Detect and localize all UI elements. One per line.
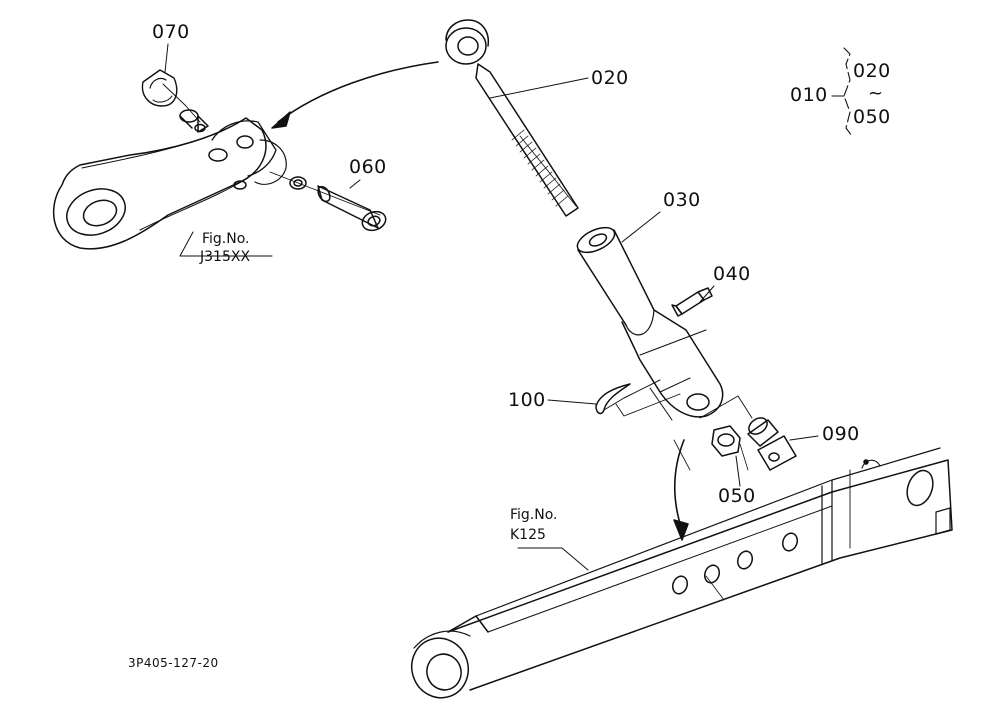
part-number-040: 040 xyxy=(713,263,751,285)
nut-050 xyxy=(711,425,741,457)
pin-060 xyxy=(269,171,387,232)
assembly-arrow-lower xyxy=(673,439,689,541)
group-brace-010 xyxy=(843,47,853,137)
assembly-arrow-upper xyxy=(271,61,439,129)
range-start: 020 xyxy=(853,60,891,82)
part-number-050: 050 xyxy=(718,485,756,507)
lower-link xyxy=(411,447,953,699)
part-number-010: 010 xyxy=(790,84,828,106)
clip-070 xyxy=(141,69,201,123)
turnbuckle-030 xyxy=(576,226,724,421)
part-number-070: 070 xyxy=(152,21,190,43)
drawing-code: 3P405-127-20 xyxy=(128,656,219,670)
fig-ref-j315xx-code: J315XX xyxy=(200,249,251,265)
grease-nipple-040 xyxy=(671,287,713,317)
range-end: 050 xyxy=(853,106,891,128)
bushing xyxy=(179,109,209,133)
lift-arm xyxy=(52,117,287,250)
part-number-090: 090 xyxy=(822,423,860,445)
pin-090 xyxy=(699,395,797,471)
part-number-100: 100 xyxy=(508,389,546,411)
part-number-030: 030 xyxy=(663,189,701,211)
fig-ref-j315xx-prefix: Fig.No. xyxy=(202,231,250,247)
leader-lines xyxy=(164,43,845,571)
clip-pin-100 xyxy=(595,379,681,417)
part-number-060: 060 xyxy=(349,156,387,178)
rod-020 xyxy=(445,19,579,217)
fig-ref-k125-code: K125 xyxy=(510,527,546,543)
part-number-020: 020 xyxy=(591,67,629,89)
fig-ref-k125-prefix: Fig.No. xyxy=(510,507,558,523)
range-separator: ~ xyxy=(868,83,884,104)
